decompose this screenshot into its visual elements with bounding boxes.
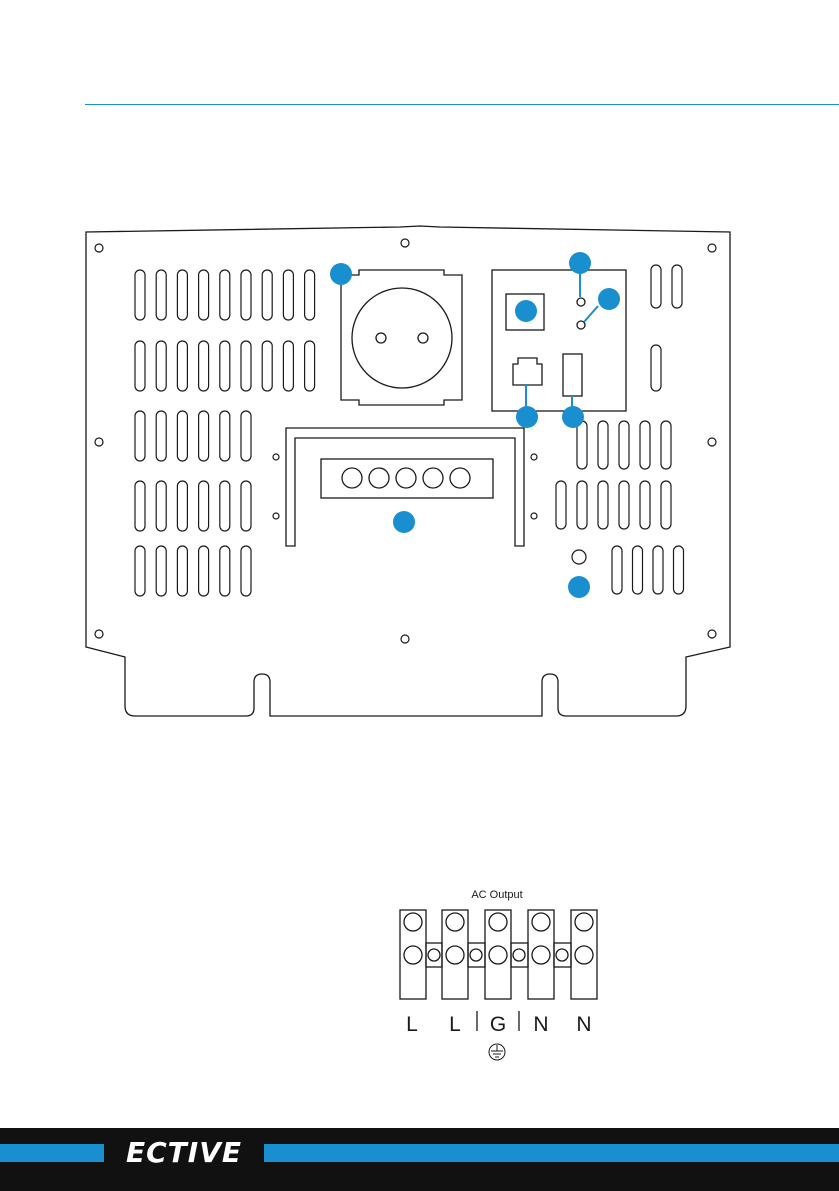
vent-slot <box>672 265 682 308</box>
ground-icon <box>489 1044 505 1060</box>
vent-slot <box>135 341 145 391</box>
terminal-screw <box>489 946 507 964</box>
bridge-screw <box>428 949 440 961</box>
ective-logo: ECTIVE <box>104 1136 264 1170</box>
callout-led-1 <box>569 252 591 274</box>
callout-ground-screw <box>568 576 590 598</box>
ventilation-slots <box>135 265 684 596</box>
bridge-screw <box>513 949 525 961</box>
ground-screw <box>572 550 586 564</box>
vent-slot <box>661 481 671 529</box>
vent-slot <box>640 421 650 469</box>
vent-slot <box>220 270 230 320</box>
callout-power-switch <box>515 300 537 322</box>
vent-slot <box>619 481 629 529</box>
vent-slot <box>199 411 209 461</box>
bridge-screw <box>470 949 482 961</box>
vent-slot <box>177 411 187 461</box>
terminal-screw <box>532 946 550 964</box>
callout-ac-terminal <box>393 511 415 533</box>
vent-slot <box>135 411 145 461</box>
vent-slot <box>262 341 272 391</box>
vent-slot <box>220 546 230 596</box>
vent-slot <box>556 481 566 529</box>
vent-slot <box>177 270 187 320</box>
terminal-labels: L L G N N <box>406 1013 591 1036</box>
vent-slot <box>156 481 166 531</box>
terminal-screw <box>489 913 507 931</box>
vent-slot <box>135 481 145 531</box>
terminal-screw <box>532 913 550 931</box>
vent-slot <box>135 546 145 596</box>
terminal-screw <box>446 913 464 931</box>
vent-slot <box>156 270 166 320</box>
ac-output-title: AC Output <box>471 889 522 901</box>
vent-slot <box>199 481 209 531</box>
callout-rj-port <box>516 406 538 428</box>
vent-slot <box>199 341 209 391</box>
panel-outline <box>86 226 730 716</box>
vent-slot <box>156 546 166 596</box>
vent-slot <box>577 481 587 529</box>
callout-socket <box>330 263 352 285</box>
terminal-screw <box>446 946 464 964</box>
vent-slot <box>661 421 671 469</box>
vent-slot <box>283 341 293 391</box>
vent-slot <box>305 270 315 320</box>
callout-led-2 <box>598 288 620 310</box>
vent-slot <box>283 270 293 320</box>
vent-slot <box>135 270 145 320</box>
vent-slot <box>262 270 272 320</box>
vent-slot <box>177 546 187 596</box>
vent-slot <box>619 421 629 469</box>
vent-slot <box>612 546 622 594</box>
callout-breaker <box>562 406 584 428</box>
vent-slot <box>640 481 650 529</box>
vent-slot <box>241 546 251 596</box>
terminal-label-1: L <box>406 1013 418 1036</box>
vent-slot <box>220 341 230 391</box>
vent-slot <box>177 481 187 531</box>
mounting-holes <box>95 239 716 643</box>
vent-slot <box>577 421 587 469</box>
terminal-label-4: N <box>533 1013 548 1036</box>
vent-slot <box>220 411 230 461</box>
callout-markers <box>330 252 620 598</box>
ac-socket <box>341 270 462 405</box>
terminal-screw <box>575 946 593 964</box>
vent-slot <box>653 546 663 594</box>
vent-slot <box>241 341 251 391</box>
terminal-screw <box>404 946 422 964</box>
vent-slot <box>305 341 315 391</box>
vent-slot <box>674 546 684 594</box>
terminal-label-2: L <box>449 1013 461 1036</box>
vent-slot <box>199 546 209 596</box>
terminal-screw <box>575 913 593 931</box>
bridge-screw <box>556 949 568 961</box>
vent-slot <box>177 341 187 391</box>
vent-slot <box>633 546 643 594</box>
vent-slot <box>651 265 661 308</box>
vent-slot <box>241 270 251 320</box>
vent-slot <box>651 345 661 391</box>
terminal-label-5: N <box>576 1013 591 1036</box>
callout-leaders <box>526 270 598 408</box>
vent-slot <box>241 411 251 461</box>
vent-slot <box>156 411 166 461</box>
vent-slot <box>598 481 608 529</box>
vent-slot <box>598 421 608 469</box>
terminal-label-3: G <box>490 1013 506 1036</box>
vent-slot <box>241 481 251 531</box>
vent-slot <box>156 341 166 391</box>
vent-slot <box>199 270 209 320</box>
footer-band: ECTIVE <box>0 1128 839 1191</box>
terminal-screw <box>404 913 422 931</box>
vent-slot <box>220 481 230 531</box>
